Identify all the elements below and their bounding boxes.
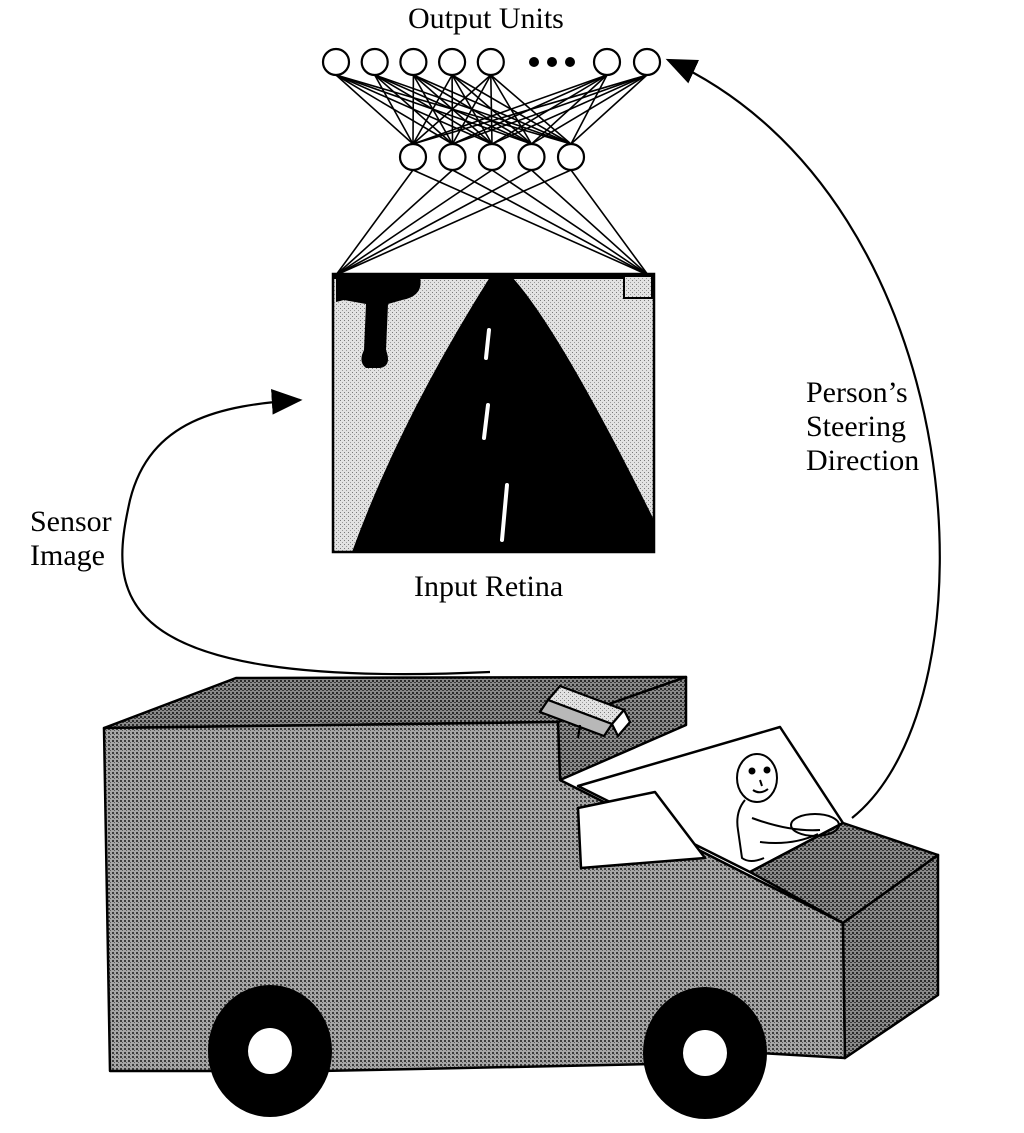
rear-wheel — [208, 985, 332, 1117]
hidden-unit-node — [479, 144, 505, 170]
front-wheel — [643, 987, 767, 1119]
output-unit-node — [439, 49, 465, 75]
output-unit-node — [362, 49, 388, 75]
output-unit-node — [594, 49, 620, 75]
hidden-units-layer — [400, 144, 584, 170]
hidden-to-output-connection — [336, 75, 571, 144]
hidden-unit-node — [519, 144, 545, 170]
retina-to-hidden-connection — [492, 170, 648, 275]
retina-to-hidden-connection — [413, 170, 648, 275]
output-unit-node — [478, 49, 504, 75]
input-retina-image — [333, 274, 654, 552]
retina-to-hidden-connection — [336, 170, 492, 275]
network-connections — [336, 75, 648, 275]
sensor-image-label-line-2: Image — [30, 539, 112, 573]
steering-direction-label-line-1: Person’s — [806, 376, 919, 410]
hidden-unit-node — [558, 144, 584, 170]
output-units-label: Output Units — [408, 2, 564, 36]
retina-to-hidden-connection — [336, 170, 532, 275]
input-retina-label: Input Retina — [414, 570, 563, 604]
sensor-image-label: Sensor Image — [30, 505, 112, 573]
output-unit-node — [323, 49, 349, 75]
sensor-image-label-line-1: Sensor — [30, 505, 112, 539]
retina-to-hidden-connection — [453, 170, 649, 275]
steering-direction-label-line-3: Direction — [806, 444, 919, 478]
steering-direction-label: Person’s Steering Direction — [806, 376, 919, 478]
hidden-to-output-connection — [336, 75, 413, 144]
output-unit-node — [634, 49, 660, 75]
hidden-unit-node — [400, 144, 426, 170]
ellipsis-icon — [529, 57, 575, 67]
retina-to-hidden-connection — [336, 170, 413, 275]
retina-to-hidden-connection — [571, 170, 648, 275]
output-unit-node — [400, 49, 426, 75]
steering-direction-label-line-2: Steering — [806, 410, 919, 444]
output-units-layer — [323, 49, 660, 75]
retina-to-hidden-connection — [336, 170, 571, 275]
hidden-unit-node — [440, 144, 466, 170]
